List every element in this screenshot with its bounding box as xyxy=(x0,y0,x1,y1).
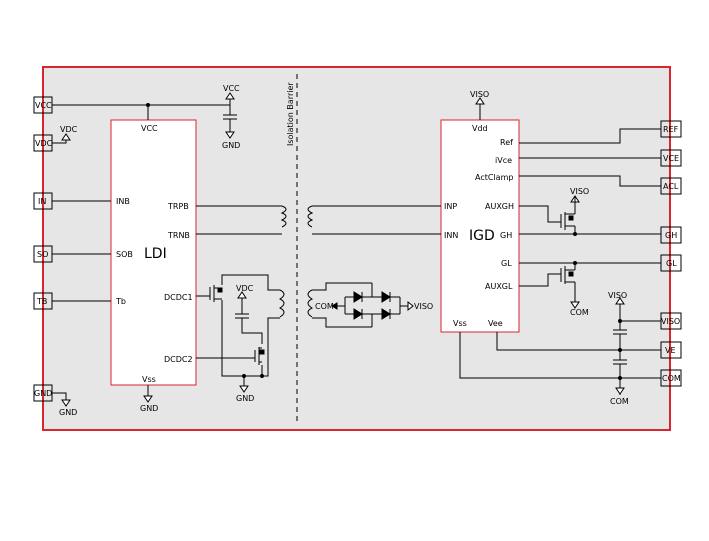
igd-pin-actclamp: ActClamp xyxy=(475,173,513,182)
ldi-pin-dcdc1: DCDC1 xyxy=(164,293,193,302)
ldi-pin-dcdc2: DCDC2 xyxy=(164,355,193,364)
transformer-trp xyxy=(280,205,314,228)
ldi-pin-tb: Tb xyxy=(115,297,126,306)
mosfet-dcdc2 xyxy=(254,347,265,365)
gnd-ldi-label: GND xyxy=(140,404,158,413)
viso-mid-label: VISO xyxy=(414,302,433,311)
ldi-name: LDI xyxy=(144,246,167,262)
vdc-mid-label: VDC xyxy=(236,284,254,293)
igd-pin-inp: INP xyxy=(444,202,457,211)
igd-input-wiring xyxy=(312,205,441,328)
ldi-chip xyxy=(110,119,197,386)
port-tb-label: TB xyxy=(36,297,47,306)
vcc-top-label: VCC xyxy=(223,84,240,93)
port-com-label: COM xyxy=(662,374,681,383)
igd-pin-ref: Ref xyxy=(500,138,513,147)
ldi-pin-vcc: VCC xyxy=(141,124,158,133)
mosfet-dcdc1 xyxy=(209,285,223,302)
ldi-pin-vss: Vss xyxy=(142,375,156,384)
port-ve-label: VE xyxy=(665,346,676,355)
port-viso-label: VISO xyxy=(661,317,680,326)
igd-pin-gl: GL xyxy=(501,259,512,268)
viso-auxgh-label: VISO xyxy=(570,187,589,196)
igd-chip xyxy=(440,119,520,333)
vdc-capacitor xyxy=(235,313,249,322)
ldi-pin-trpb: TRPB xyxy=(167,202,189,211)
isolation-barrier-label: Isolation Barrier xyxy=(286,82,295,146)
gnd-mid-label: GND xyxy=(236,394,254,403)
mosfet-auxgl xyxy=(560,266,575,284)
port-gh: GH xyxy=(660,226,682,244)
igd-pin-auxgh: AUXGH xyxy=(485,202,514,211)
port-acl-label: ACL xyxy=(663,182,679,191)
igd-pin-inn: INN xyxy=(444,231,458,240)
vdc-left-label: VDC xyxy=(60,125,78,134)
gnd-cap-label: GND xyxy=(222,141,240,150)
junction-dots xyxy=(146,103,622,380)
port-gnd-label: GND xyxy=(34,389,52,398)
port-so-label: SO xyxy=(37,250,48,259)
port-vcc-label: VCC xyxy=(35,101,52,110)
viso-capacitor xyxy=(613,329,627,335)
ldi-pin-sob: SOB xyxy=(116,250,133,259)
mosfet-auxgh xyxy=(560,212,575,230)
com-right-label: COM xyxy=(610,397,629,406)
igd-name: IGD xyxy=(469,228,495,244)
ve-capacitor xyxy=(613,359,627,365)
port-vdc-label: VDC xyxy=(35,139,53,148)
igd-pin-auxgl: AUXGL xyxy=(485,282,513,291)
port-ref-label: REF xyxy=(663,125,679,134)
igd-pin-gh: GH xyxy=(500,231,512,240)
ldi-pin-inb: INB xyxy=(116,197,130,206)
viso-right-label: VISO xyxy=(608,291,627,300)
rectifier-bridge xyxy=(331,282,414,328)
viso-top-label: VISO xyxy=(470,90,489,99)
com-mid-label: COM xyxy=(315,302,334,311)
ldi-pin-trnb: TRNB xyxy=(167,231,190,240)
vcc-capacitor xyxy=(223,114,237,132)
port-in-label: IN xyxy=(38,197,46,206)
igd-pin-vss: Vss xyxy=(453,319,467,328)
gnd-port-label: GND xyxy=(59,408,77,417)
igd-pin-vdd: Vdd xyxy=(472,124,488,133)
com-auxgl-label: COM xyxy=(570,308,589,317)
igd-pin-vee: Vee xyxy=(488,319,503,328)
port-gh-label: GH xyxy=(665,231,677,240)
igd-pin-ivce: iVce xyxy=(495,156,512,165)
port-gl-label: GL xyxy=(666,259,677,268)
transformer-power xyxy=(278,289,314,318)
port-vce-label: VCE xyxy=(663,154,679,163)
